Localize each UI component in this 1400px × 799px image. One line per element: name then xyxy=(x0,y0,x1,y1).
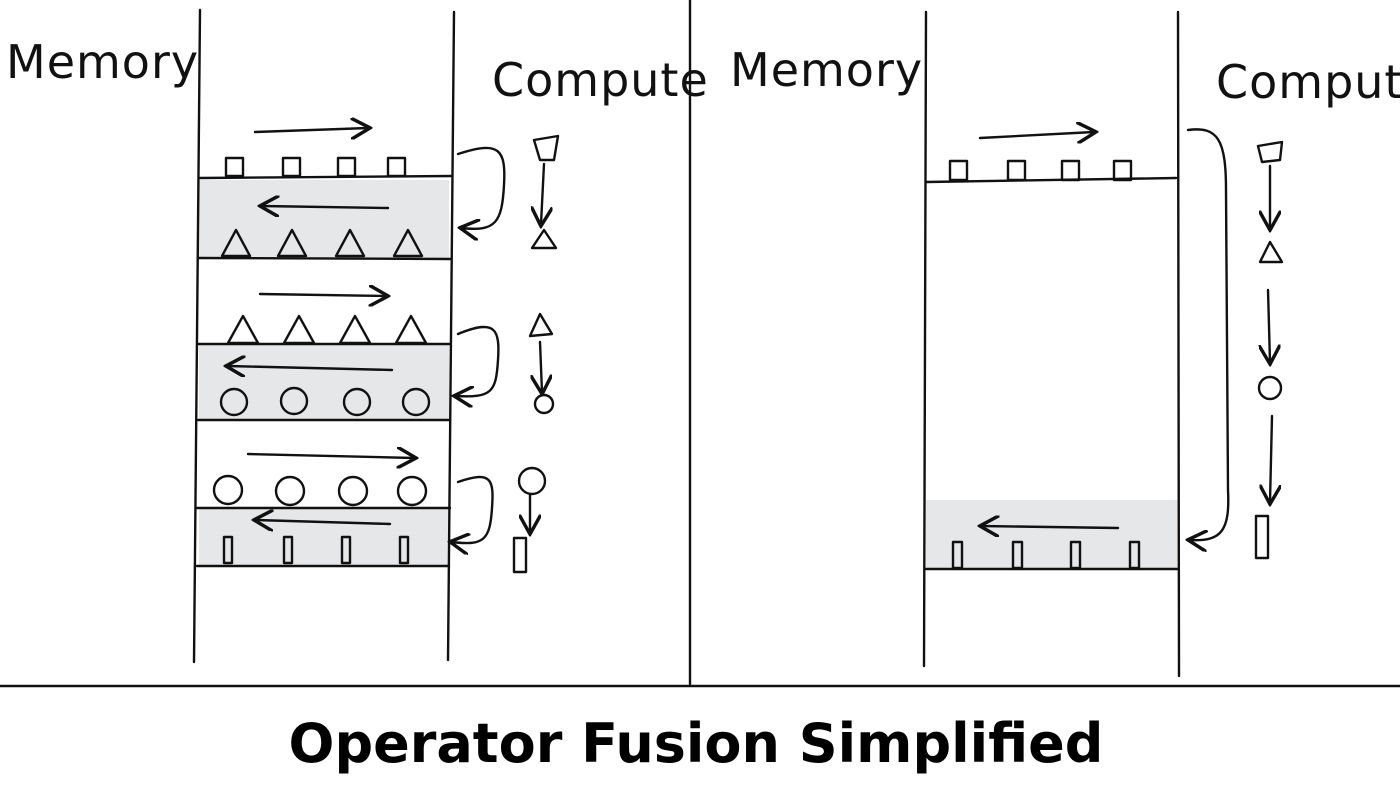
compute-op-2 xyxy=(528,312,555,415)
circle-outputs-row xyxy=(219,386,431,417)
fused-memory-left-wall xyxy=(922,10,928,668)
compute-op-1 xyxy=(532,134,560,250)
memory-label: Memory xyxy=(6,35,199,89)
read-arrow-2 xyxy=(258,294,386,296)
fused-compute-label: Compute xyxy=(1216,55,1400,109)
compute-loop-arrow-3 xyxy=(452,475,494,543)
fused-compute-arrow xyxy=(1188,128,1230,540)
diagram-title: Operator Fusion Simplified xyxy=(289,712,1104,775)
fused-square-inputs-row xyxy=(948,159,1133,182)
triangle-inputs-row xyxy=(226,314,428,345)
write-arrow-3 xyxy=(256,520,392,524)
fused-read-arrow xyxy=(978,132,1094,138)
memory-left-wall xyxy=(192,8,202,664)
fused-bar-outputs-row xyxy=(951,540,1141,570)
read-arrow-3 xyxy=(246,454,414,458)
write-arrow-2 xyxy=(228,366,394,370)
fused-compute-chain xyxy=(1254,140,1284,560)
fused-output-band xyxy=(926,500,1178,570)
compute-op-3 xyxy=(512,466,547,574)
right-panel-fused: Memory Compute xyxy=(730,10,1400,678)
square-inputs-row xyxy=(224,156,407,178)
fused-memory-right-wall xyxy=(1176,10,1181,678)
output-band-3 xyxy=(199,508,449,566)
fused-memory-label: Memory xyxy=(730,43,923,97)
circle-inputs-row xyxy=(212,474,428,507)
left-panel-unfused: Memory Compute xyxy=(6,8,709,664)
compute-label: Compute xyxy=(492,53,709,107)
memory-right-wall xyxy=(446,10,456,662)
triangle-outputs-row xyxy=(220,228,424,258)
compute-loop-arrow-1 xyxy=(458,146,506,229)
output-band-1 xyxy=(199,180,449,258)
output-band-2 xyxy=(199,344,449,420)
read-arrow-1 xyxy=(253,128,368,132)
compute-loop-arrow-2 xyxy=(456,325,500,396)
fused-write-arrow xyxy=(982,526,1120,528)
write-arrow-1 xyxy=(262,206,390,208)
bar-outputs-row xyxy=(222,535,410,565)
